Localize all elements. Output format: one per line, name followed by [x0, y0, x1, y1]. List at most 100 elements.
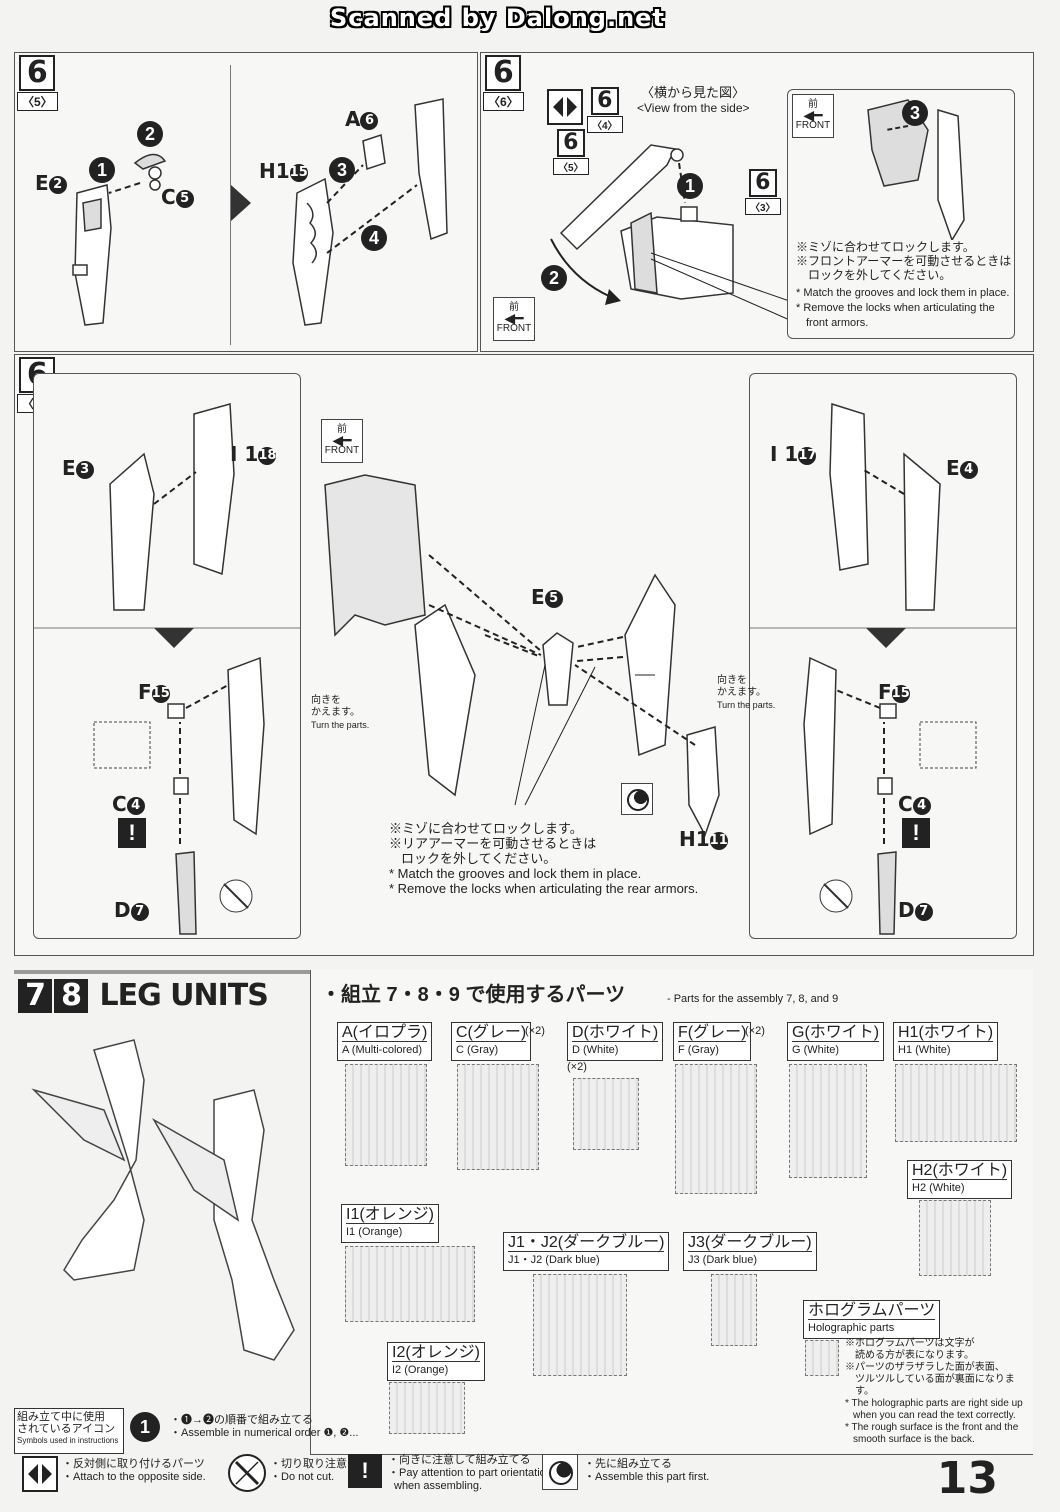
runner-d: [573, 1078, 639, 1150]
ref-step-6-3: 6 〈3〉: [745, 169, 781, 215]
front-indicator: 前 ◀━ FRONT: [321, 419, 363, 463]
parts-heading-en: - Parts for the assembly 7, 8, and 9: [667, 993, 839, 1005]
flow-arrow: [231, 185, 251, 221]
runner-a: [345, 1064, 427, 1166]
rear-armor-note: ※ミゾに合わせてロックします。 ※リアアーマーを可動させるときは ロックを外して…: [389, 821, 699, 896]
do-not-cut-icon: [228, 1454, 266, 1492]
label-f15: F15: [138, 680, 170, 704]
legend-title: 組み立て中に使用 されているアイコン Symbols used in instr…: [14, 1408, 124, 1454]
part-h1-drawing: [292, 98, 448, 326]
view-from-side-en: <View from the side>: [637, 101, 750, 115]
detail-inset: 前 ◀━ FRONT 3 ※ミゾに合わせてロックします。 ※フロントアーマーを可…: [787, 89, 1015, 339]
divider: [230, 65, 231, 345]
legend-orientation: ・向きに注意して組み立てる ・Pay attention to part ori…: [388, 1454, 552, 1492]
orientation-warning-icon: !: [118, 818, 146, 848]
runner-g: [789, 1064, 867, 1178]
parts-section: ・組立 7・8・9 で使用するパーツ - Parts for the assem…: [310, 970, 1033, 1455]
part-label-j1-j2: J1・J2(ダークブルー)J1・J2 (Dark blue): [503, 1232, 670, 1271]
part-label-d: D(ホワイト)D (White): [567, 1022, 664, 1061]
order-1-badge: 1: [677, 173, 703, 199]
part-label-h2: H2(ホワイト)H2 (White): [907, 1160, 1013, 1199]
detail-drawing: [867, 99, 965, 240]
step-6-7-panel: 6 〈7〉 E3 I 118: [14, 354, 1034, 956]
opposite-side-icon: [22, 1456, 58, 1492]
holographic-note: ※ホログラムパーツは文字が 読める方が表になります。 ※パーツのザラザラした面が…: [845, 1338, 1023, 1445]
part-label-g: G(ホワイト)G (White): [787, 1022, 885, 1061]
right-diagram: [750, 402, 1016, 935]
leg-units-illustration: [31, 1039, 295, 1361]
left-diagram: [34, 403, 300, 935]
label-i1-18: I 118: [230, 442, 277, 466]
part-e2-drawing: [72, 153, 167, 326]
step-6-5-badge: 6 〈5〉: [17, 55, 58, 111]
order-3-badge: 3: [329, 157, 355, 183]
turn-parts-note-left: 向きを かえます。 Turn the parts.: [311, 695, 370, 730]
turn-parts-note-right: 向きを かえます。 Turn the parts.: [717, 675, 776, 710]
runner-h1: [895, 1064, 1017, 1142]
runner-holo: [805, 1340, 839, 1376]
assemble-first-icon: [542, 1454, 578, 1490]
legend-opposite: ・反対側に取り付けるパーツ ・Attach to the opposite si…: [62, 1458, 206, 1483]
ref-step-6-5: 6 〈5〉: [553, 129, 589, 175]
step-number: 6: [485, 55, 522, 91]
order-4-badge: 4: [361, 225, 387, 251]
label-f15: F15: [878, 680, 910, 704]
runner-j1-j2: [533, 1274, 627, 1376]
part-label-a: A(イロプラ)A (Multi-colored): [337, 1022, 433, 1061]
icon-legend: 組み立て中に使用 されているアイコン Symbols used in instr…: [14, 1408, 1032, 1492]
runner-j3: [711, 1274, 757, 1346]
part-label-j3: J3(ダークブルー)J3 (Dark blue): [683, 1232, 817, 1271]
order-2-badge: 2: [137, 121, 163, 147]
part-label-c: C(グレー)C (Gray): [451, 1022, 532, 1061]
label-h15: H115: [259, 159, 308, 183]
runner-c: [457, 1064, 539, 1170]
runner-h2: [919, 1200, 991, 1276]
step-6-6-diagram: [550, 144, 802, 326]
lock-note-en: * Match the grooves and lock them in pla…: [796, 287, 1010, 329]
part-label-f: F(グレー)F (Gray): [673, 1022, 752, 1061]
lock-note-jp: ※ミゾに合わせてロックします。 ※フロントアーマーを可動させるときは ロックを外…: [796, 240, 1012, 282]
scan-title: Scanned by Dalong.net: [330, 4, 665, 32]
front-indicator: 前 ◀━ FRONT: [792, 94, 834, 138]
center-diagram: [324, 474, 720, 837]
order-icon: 1: [130, 1412, 160, 1442]
view-from-side-jp: 〈横から見た図〉: [641, 85, 746, 100]
order-3-badge: 3: [902, 100, 928, 126]
step-sub: 〈5〉: [17, 92, 58, 111]
orientation-warning-icon: !: [902, 818, 930, 848]
legend-nocut: ・切り取り注意 ・Do not cut.: [270, 1458, 347, 1483]
legend-first: ・先に組み立てる ・Assemble this part first.: [584, 1458, 710, 1483]
step-6-6-badge: 6 〈6〉: [483, 55, 524, 111]
label-i1-17: I 117: [770, 442, 817, 466]
runner-i2: [389, 1382, 465, 1434]
page-number: 13: [936, 1453, 998, 1504]
orientation-warning-icon: !: [348, 1454, 382, 1488]
part-label-i2: I2(オレンジ)I2 (Orange): [387, 1342, 486, 1381]
parts-heading-jp: ・組立 7・8・9 で使用するパーツ: [321, 984, 626, 1006]
label-h1-11: H111: [679, 827, 728, 851]
step-number: 6: [19, 55, 56, 91]
part-label-i1: I1(オレンジ)I1 (Orange): [341, 1204, 440, 1243]
ref-step-6-4: 6 〈4〉: [587, 87, 623, 133]
assemble-first-icon: [621, 783, 653, 815]
order-1-badge: 1: [89, 157, 115, 183]
mult-d: (×2): [567, 1061, 587, 1073]
part-label-h1: H1(ホワイト)H1 (White): [893, 1022, 999, 1061]
step-sub: 〈6〉: [483, 92, 524, 111]
opposite-side-icon: [547, 89, 583, 125]
